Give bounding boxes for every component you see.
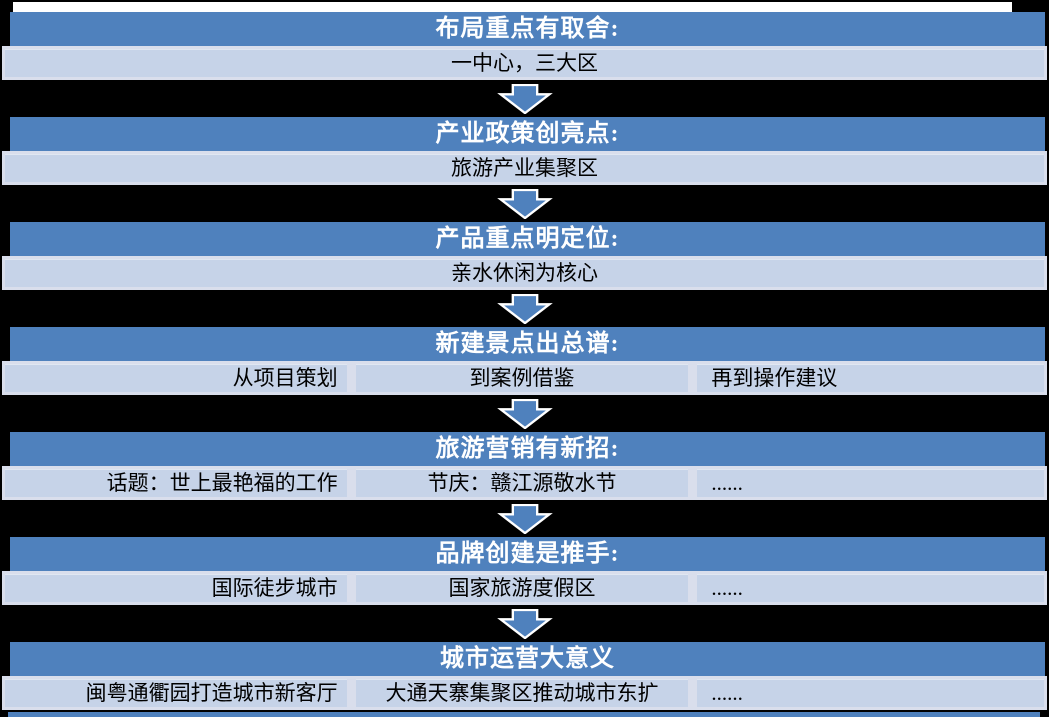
down-arrow-icon (496, 503, 553, 534)
block-title-bar: 产业政策创亮点: (10, 117, 1045, 151)
sub-bar: 亲水休闲为核心 (5, 259, 1044, 287)
next-block-sliver (8, 712, 1040, 717)
block-title: 品牌创建是推手: (435, 541, 620, 567)
down-arrow-icon (496, 83, 553, 114)
down-arrow-icon (496, 398, 553, 429)
arrow-zone (0, 395, 1049, 432)
block-title-bar: 产品重点明定位: (10, 222, 1045, 256)
arrow-zone (0, 185, 1049, 222)
sub-bar: 一中心，三大区 (5, 49, 1044, 77)
sub-cell: 国际徒步城市 (5, 574, 347, 602)
bottom-gap (0, 710, 1049, 712)
sub-cell: 国家旅游度假区 (355, 574, 689, 602)
block-title: 产品重点明定位: (435, 226, 620, 252)
down-arrow-icon (496, 293, 553, 324)
block-subrow: 话题：世上最艳福的工作节庆：赣江源敬水节...... (2, 466, 1047, 500)
arrow-zone (0, 500, 1049, 537)
sub-cell: 话题：世上最艳福的工作 (5, 469, 347, 497)
sub-cell: ...... (697, 574, 1045, 602)
sub-cell: ...... (697, 469, 1045, 497)
block-title: 旅游营销有新招: (435, 436, 620, 462)
arrow-zone (0, 80, 1049, 117)
flow-block: 城市运营大意义 闽粤通衢园打造城市新客厅大通天寨集聚区推动城市东扩...... (0, 642, 1049, 710)
flow-block: 布局重点有取舍: 一中心，三大区 (0, 12, 1049, 117)
arrow-zone (0, 605, 1049, 642)
flow-diagram: 布局重点有取舍: 一中心，三大区 产业政策创亮点: 旅游产业集聚区 产品重点明定… (0, 12, 1049, 710)
block-title-bar: 城市运营大意义 (10, 642, 1045, 676)
top-white-strip (13, 2, 1012, 12)
sub-cell: 再到操作建议 (697, 364, 1045, 392)
sub-cell: ...... (697, 679, 1045, 707)
block-subrow: 旅游产业集聚区 (2, 151, 1047, 185)
block-title-bar: 品牌创建是推手: (10, 537, 1045, 571)
block-title-bar: 旅游营销有新招: (10, 432, 1045, 466)
block-subrow: 闽粤通衢园打造城市新客厅大通天寨集聚区推动城市东扩...... (2, 676, 1047, 710)
block-title: 布局重点有取舍: (435, 16, 620, 42)
block-title: 产业政策创亮点: (435, 121, 620, 147)
sub-cell: 从项目策划 (5, 364, 347, 392)
block-subrow: 一中心，三大区 (2, 46, 1047, 80)
block-title: 新建景点出总谱: (435, 331, 620, 357)
arrow-zone (0, 290, 1049, 327)
sub-cell: 大通天寨集聚区推动城市东扩 (355, 679, 689, 707)
block-subrow: 亲水休闲为核心 (2, 256, 1047, 290)
block-subrow: 从项目策划到案例借鉴再到操作建议 (2, 361, 1047, 395)
block-title-bar: 新建景点出总谱: (10, 327, 1045, 361)
sub-cell: 到案例借鉴 (355, 364, 689, 392)
flow-block: 产业政策创亮点: 旅游产业集聚区 (0, 117, 1049, 222)
block-subrow: 国际徒步城市国家旅游度假区...... (2, 571, 1047, 605)
flow-block: 产品重点明定位: 亲水休闲为核心 (0, 222, 1049, 327)
flow-block: 旅游营销有新招: 话题：世上最艳福的工作节庆：赣江源敬水节...... (0, 432, 1049, 537)
sub-bar: 旅游产业集聚区 (5, 154, 1044, 182)
sub-cell: 闽粤通衢园打造城市新客厅 (5, 679, 347, 707)
down-arrow-icon (496, 188, 553, 219)
flow-block: 新建景点出总谱: 从项目策划到案例借鉴再到操作建议 (0, 327, 1049, 432)
block-title-bar: 布局重点有取舍: (10, 12, 1045, 46)
sub-cell: 节庆：赣江源敬水节 (355, 469, 689, 497)
down-arrow-icon (496, 608, 553, 639)
block-title: 城市运营大意义 (440, 646, 615, 672)
flow-block: 品牌创建是推手: 国际徒步城市国家旅游度假区...... (0, 537, 1049, 642)
